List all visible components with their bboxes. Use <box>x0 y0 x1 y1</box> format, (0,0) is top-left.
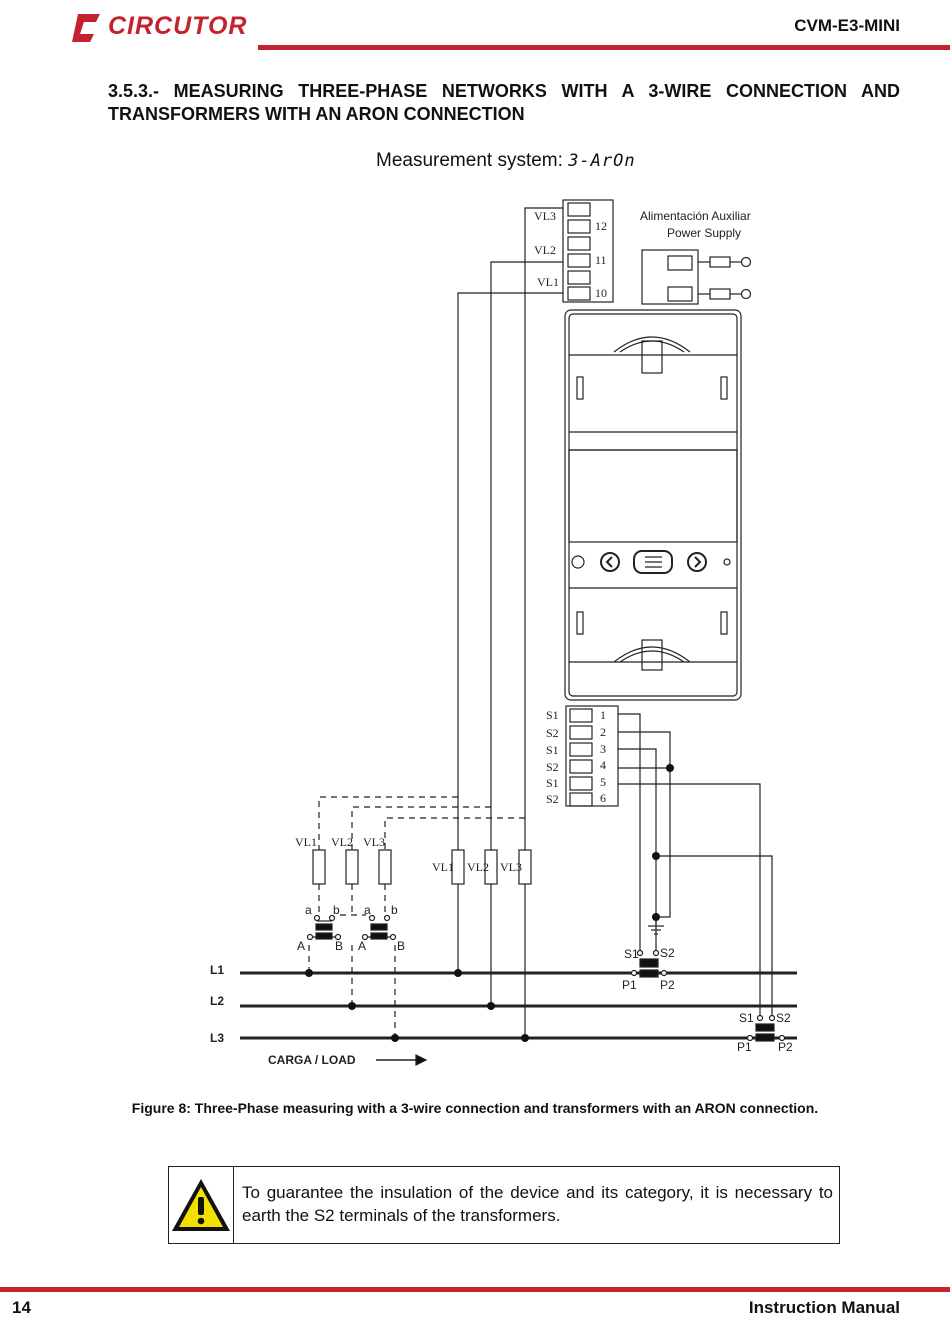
vt-fuse-vl1 <box>312 849 326 885</box>
vt-primary-label: B <box>397 939 405 953</box>
vt-secondary-label: a <box>305 903 312 917</box>
vt-fuse-label: VL1 <box>295 835 317 849</box>
ct1-s2-label: S2 <box>660 946 675 960</box>
wiring-diagram: VL3 VL2 VL1 12 11 10 Alimentación Auxili… <box>210 199 797 1067</box>
page-number: 14 <box>12 1298 31 1317</box>
vt-fuse-vl2 <box>345 849 359 885</box>
fuse-label: VL1 <box>432 860 454 874</box>
vt-primary-label: B <box>335 939 343 953</box>
measurement-label: Measurement system: <box>376 150 563 171</box>
current-terminal-label: S2 <box>546 726 559 740</box>
line-label-l1: L1 <box>210 963 224 977</box>
terminal-number-11: 11 <box>595 253 607 267</box>
current-terminal-label: S1 <box>546 708 559 722</box>
current-terminal-number: 3 <box>600 742 606 756</box>
vt-secondary-label: b <box>333 903 340 917</box>
power-supply-label-en: Power Supply <box>667 226 741 240</box>
brand-name: CIRCUTOR <box>108 12 248 40</box>
ct2-s1-label: S1 <box>739 1011 754 1025</box>
vt-primary-label: A <box>358 939 366 953</box>
circutor-logo <box>72 14 100 42</box>
current-terminal-label: S1 <box>546 743 559 757</box>
line-label-l2: L2 <box>210 994 224 1008</box>
terminal-number-12: 12 <box>595 219 607 233</box>
warning-text: To guarantee the insulation of the devic… <box>242 1183 833 1225</box>
current-terminal-label: S1 <box>546 776 559 790</box>
vt-fuse-label: VL2 <box>331 835 353 849</box>
vt-fuse-vl3 <box>378 849 392 885</box>
cvm-e3-mini-device <box>564 309 742 701</box>
document-code: CVM-E3-MINI <box>794 16 900 35</box>
line-label-l3: L3 <box>210 1031 224 1045</box>
right-arrow-button-icon[interactable] <box>687 552 707 572</box>
power-supply-connector <box>641 249 699 305</box>
fuse-vl1 <box>451 849 465 885</box>
ct1-p1-label: P1 <box>622 978 637 992</box>
current-terminal-number: 2 <box>600 725 606 739</box>
warning-box: To guarantee the insulation of the devic… <box>168 1166 840 1244</box>
fuse-vl2 <box>484 849 498 885</box>
ct2-s2-label: S2 <box>776 1011 791 1025</box>
ct1-s1-label: S1 <box>624 947 639 961</box>
vt-primary-label: A <box>297 939 305 953</box>
section-title: 3.5.3.- MEASURING THREE-PHASE NETWORKS W… <box>108 81 900 124</box>
vl3-terminal-label: VL3 <box>534 209 556 223</box>
current-terminal-label: S2 <box>546 792 559 806</box>
current-transformer-1 <box>630 949 668 977</box>
vl2-terminal-label: VL2 <box>534 243 556 257</box>
current-terminal-number: 1 <box>600 708 606 722</box>
measurement-value: 3-ArOn <box>568 151 636 171</box>
comm-indicator-icon <box>723 558 731 566</box>
voltage-terminal-block <box>562 199 614 303</box>
current-terminal-number: 6 <box>600 791 606 805</box>
ct2-p2-label: P2 <box>778 1040 793 1054</box>
measurement-system: Measurement system: 3-ArOn <box>376 150 636 172</box>
ct2-p1-label: P1 <box>737 1040 752 1054</box>
current-terminal-number: 5 <box>600 775 606 789</box>
fuse-label: VL2 <box>467 860 489 874</box>
vt-secondary-label: a <box>364 903 371 917</box>
current-transformer-2 <box>746 1014 786 1042</box>
warning-icon-cell <box>169 1167 234 1243</box>
figure-caption: Figure 8: Three-Phase measuring with a 3… <box>131 1100 819 1116</box>
terminal-number-10: 10 <box>595 286 607 300</box>
power-button-icon[interactable] <box>571 555 585 569</box>
vl1-terminal-label: VL1 <box>537 275 559 289</box>
menu-button-icon[interactable] <box>633 550 673 574</box>
current-terminal-label: S2 <box>546 760 559 774</box>
header-rule <box>258 45 950 50</box>
ct1-p2-label: P2 <box>660 978 675 992</box>
left-arrow-button-icon[interactable] <box>600 552 620 572</box>
fuse-label: VL3 <box>500 860 522 874</box>
fuse-vl3 <box>518 849 532 885</box>
vt-secondary-label: b <box>391 903 398 917</box>
vt-fuse-label: VL3 <box>363 835 385 849</box>
footer-rule <box>0 1287 950 1292</box>
power-supply-label-es: Alimentación Auxiliar <box>640 209 751 223</box>
current-terminal-number: 4 <box>600 758 606 772</box>
warning-icon <box>172 1179 230 1231</box>
footer-title: Instruction Manual <box>748 1298 900 1317</box>
load-label: CARGA / LOAD <box>268 1053 356 1067</box>
